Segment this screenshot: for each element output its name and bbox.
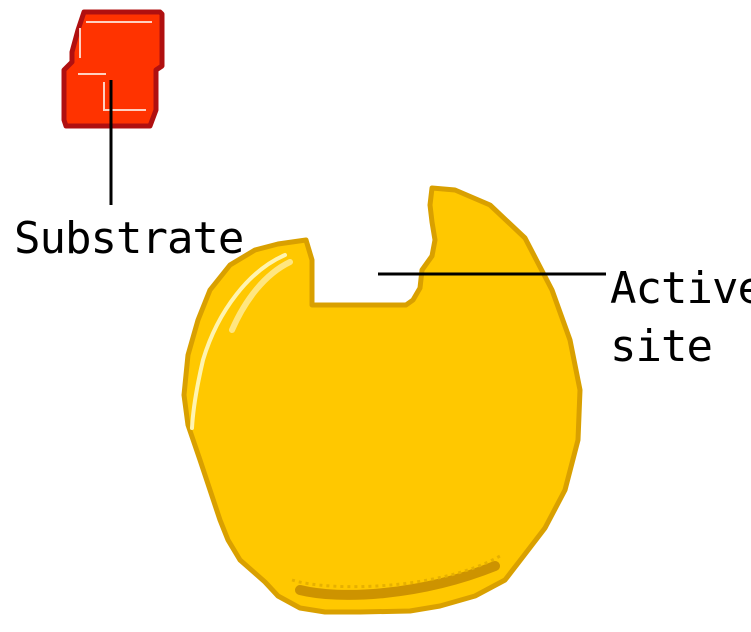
active-site-label-line1: Active — [610, 263, 751, 314]
active-site-label: Active site — [610, 260, 751, 376]
enzyme-shape — [181, 185, 583, 615]
active-site-label-line2: site — [610, 321, 713, 372]
substrate-label: Substrate — [14, 213, 244, 264]
substrate-shape — [61, 9, 165, 129]
